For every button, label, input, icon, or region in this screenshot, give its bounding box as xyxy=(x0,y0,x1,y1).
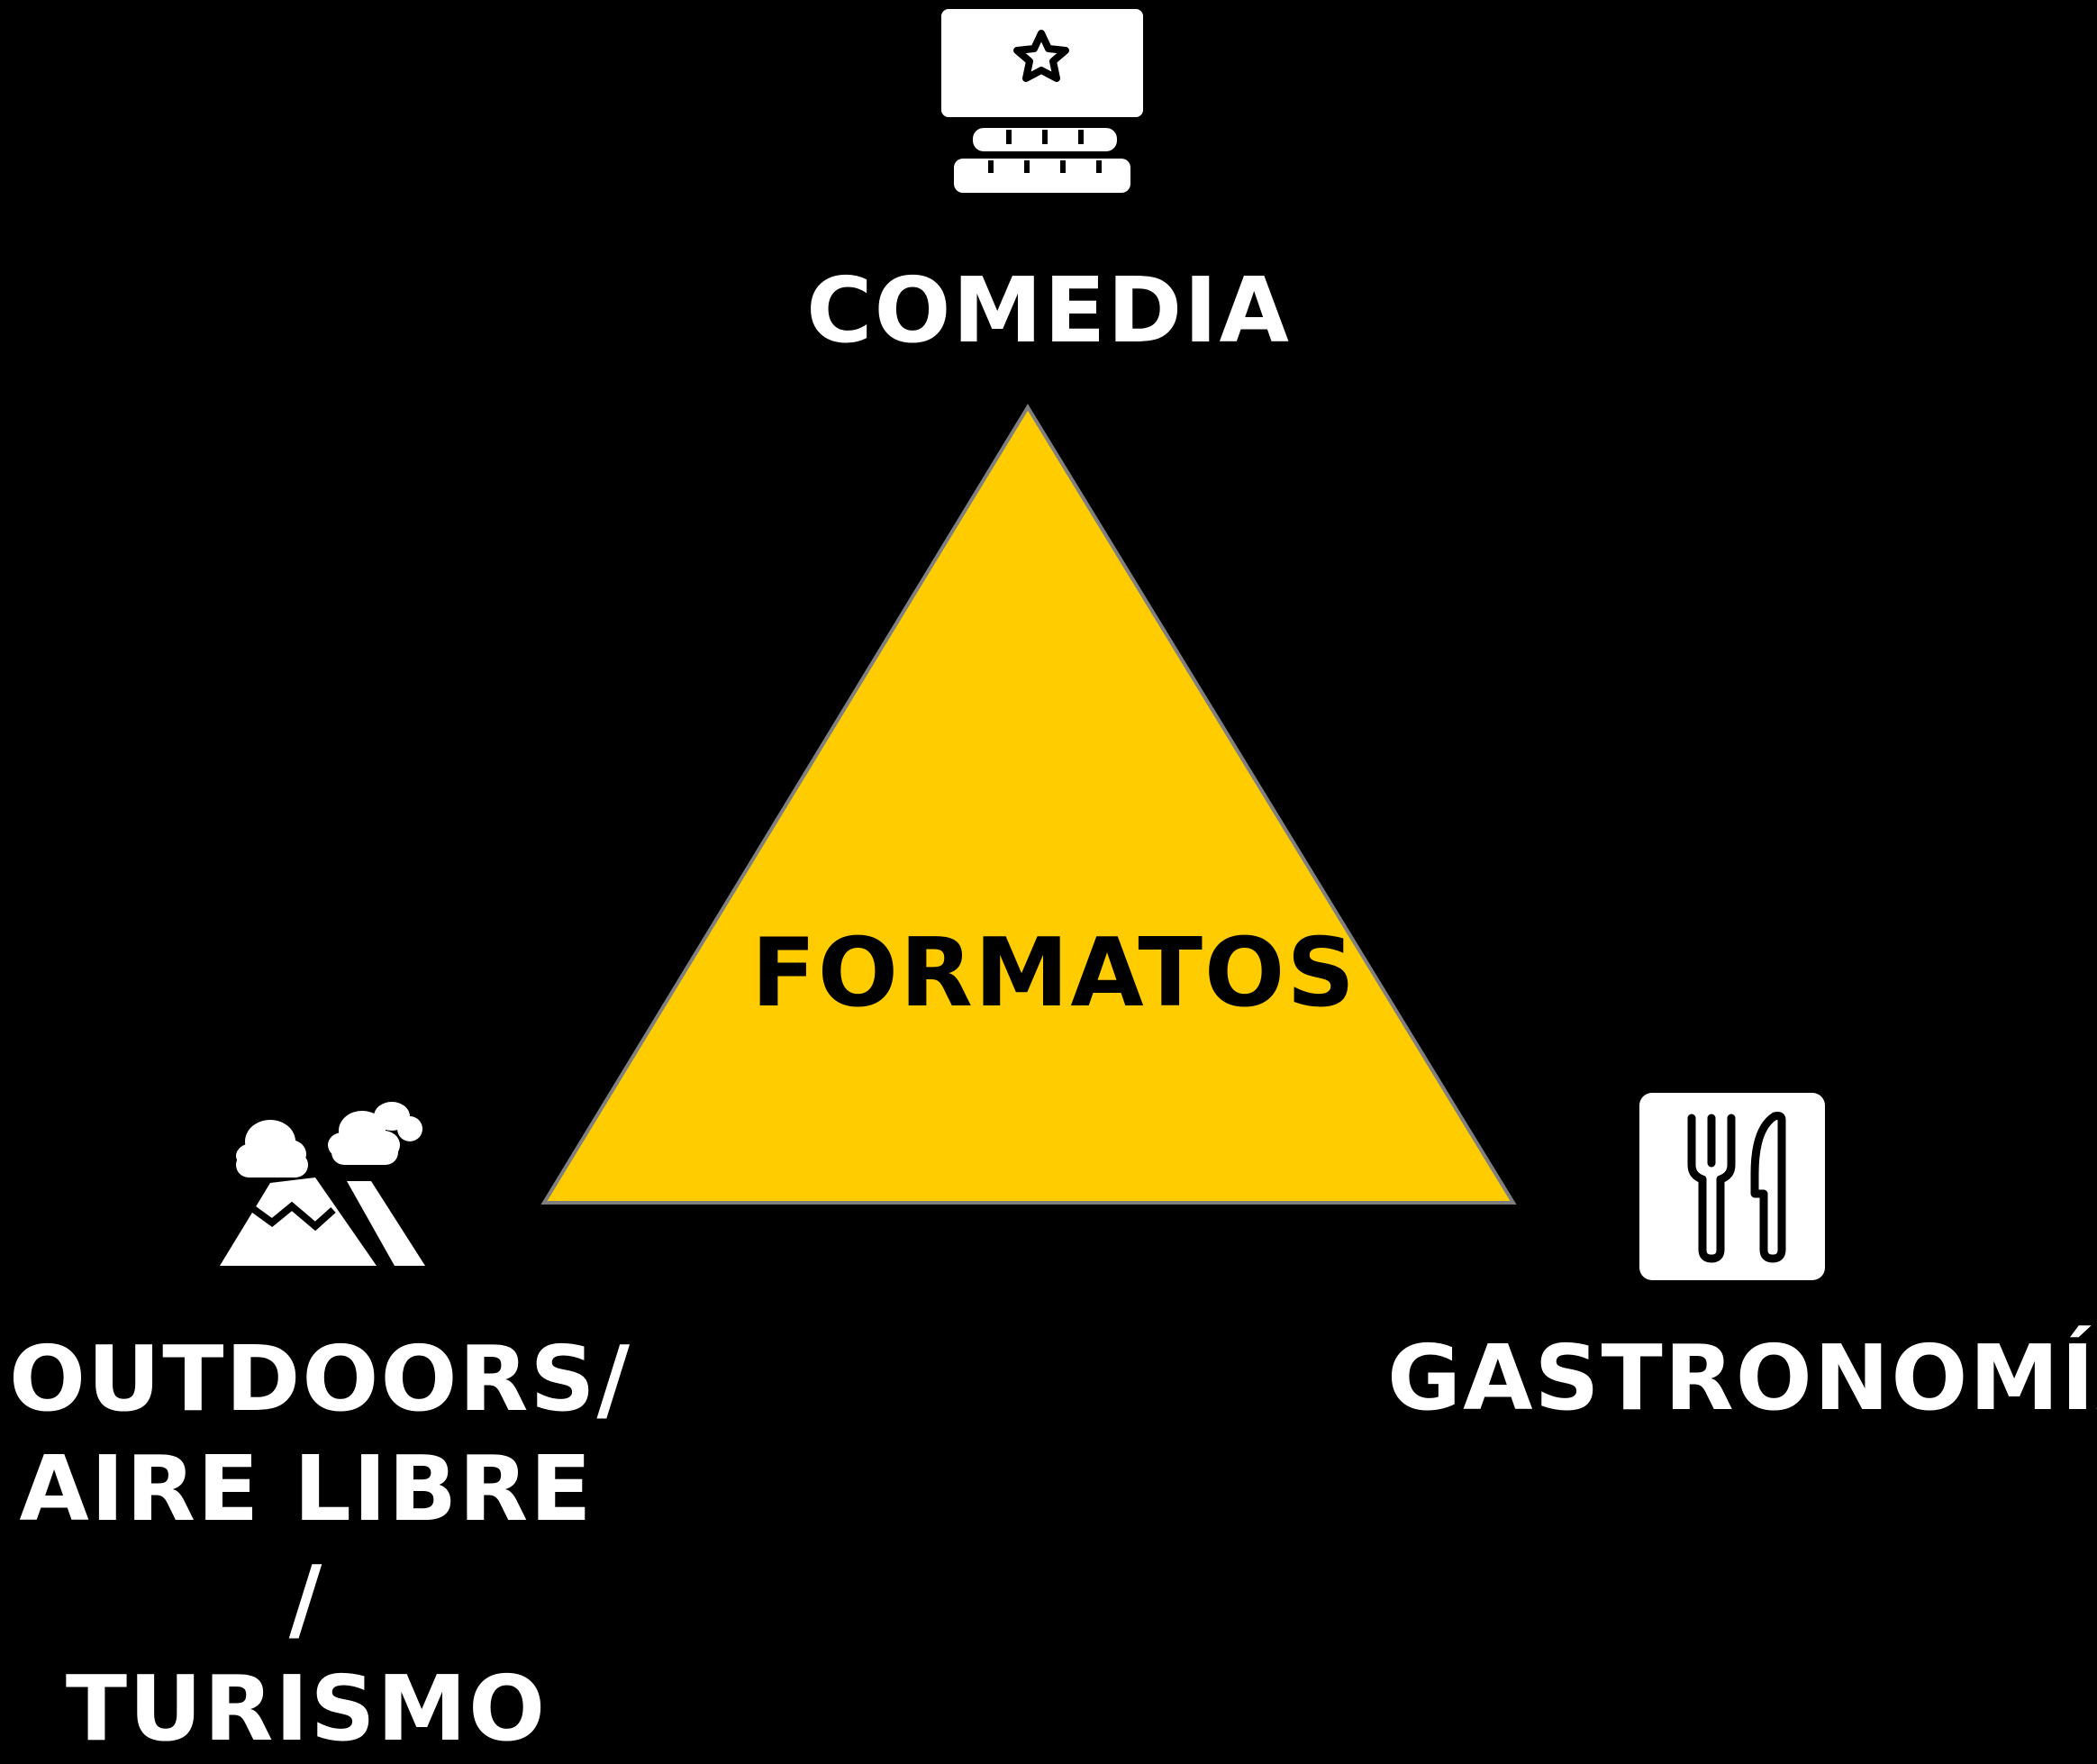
formatos-triangle xyxy=(540,404,1517,1205)
theater-stage-icon xyxy=(941,9,1143,193)
outdoors-label: OUTDOORS/ AIRE LIBRE / TURISMO xyxy=(9,1324,631,1764)
gastronomia-label: GASTRONOMÍA xyxy=(1387,1325,2097,1431)
comedia-label: COMEDIA xyxy=(806,258,1291,363)
outdoors-line-2: AIRE LIBRE / xyxy=(19,1436,594,1651)
center-label: FORMATOS xyxy=(751,918,1357,1028)
outdoors-line-1: OUTDOORS/ xyxy=(9,1326,631,1432)
mountain-clouds-icon xyxy=(220,1102,425,1266)
fork-knife-icon xyxy=(1639,1093,1825,1280)
outdoors-line-3: TURISMO xyxy=(65,1656,548,1761)
